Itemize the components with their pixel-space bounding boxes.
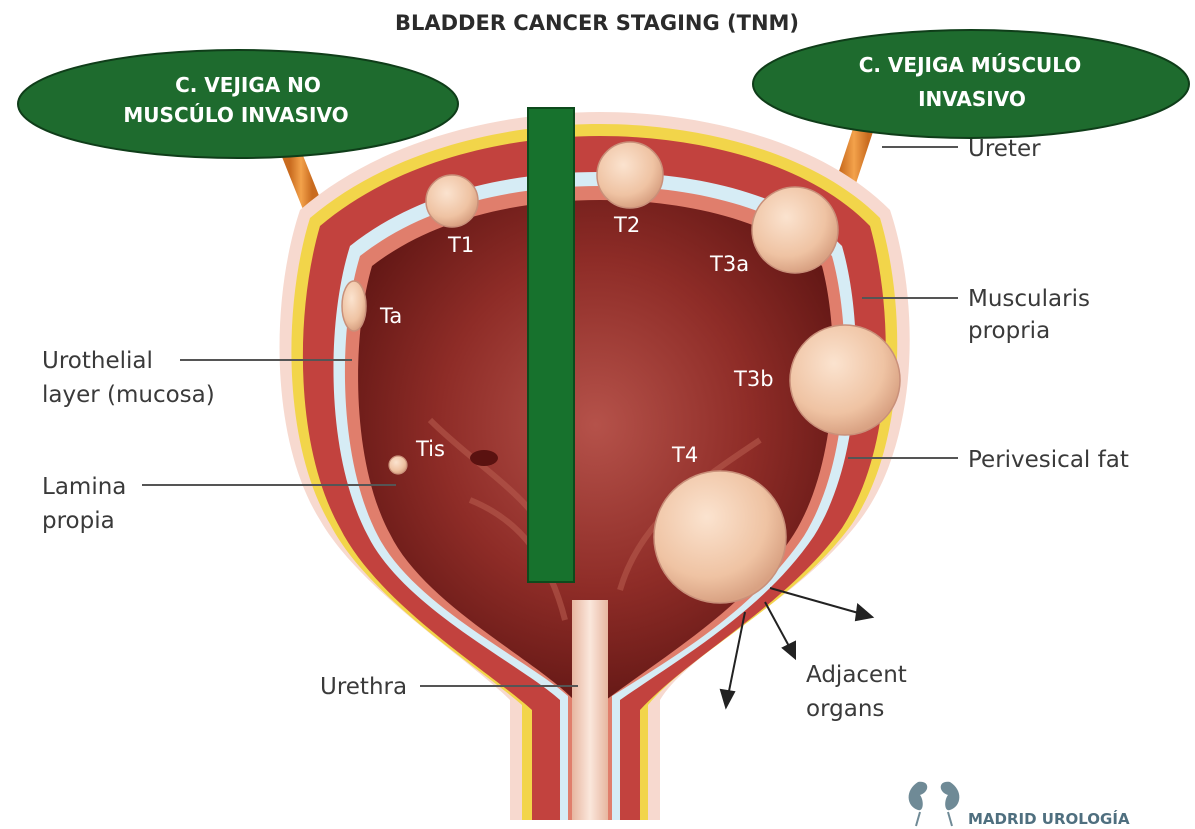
tumor-t2: [597, 142, 663, 208]
oval-left-line2: MUSCÚLO INVASIVO: [123, 103, 348, 127]
tumor-t3b: [790, 325, 900, 435]
stage-label-t4: T4: [671, 443, 698, 467]
stage-label-t3a: T3a: [709, 252, 749, 276]
oval-right-line1: C. VEJIGA MÚSCULO: [859, 53, 1082, 77]
divider-bar: [528, 108, 574, 582]
label-adjacent-2: organs: [806, 696, 884, 722]
tumor-t1: [426, 175, 478, 227]
left-ureter: [290, 150, 312, 205]
kidney-left-icon: [909, 782, 928, 810]
stage-label-t1: T1: [447, 233, 474, 257]
label-adjacent-1: Adjacent: [806, 662, 907, 688]
tumor-ta: [342, 281, 366, 331]
stage-label-tis: Tis: [415, 437, 445, 461]
stage-label-ta: Ta: [379, 304, 402, 328]
oval-right-line2: INVASIVO: [918, 87, 1026, 111]
label-lamina-2: propia: [42, 508, 115, 534]
urethra-channel: [572, 600, 608, 820]
label-urothelial-1: Urothelial: [42, 348, 153, 374]
label-ureter: Ureter: [968, 136, 1041, 162]
tumor-t3a: [752, 187, 838, 273]
brand-logo: MADRID UROLOGÍA: [909, 782, 1130, 828]
tis-lesion: [470, 450, 498, 466]
stage-label-t3b: T3b: [733, 367, 774, 391]
oval-muscle-invasive: C. VEJIGA MÚSCULO INVASIVO: [753, 30, 1189, 138]
label-muscularis-2: propria: [968, 318, 1050, 344]
label-urethra: Urethra: [320, 674, 407, 700]
oval-left-line1: C. VEJIGA NO: [175, 73, 321, 97]
tumor-tis-small: [389, 456, 407, 474]
stage-label-t2: T2: [613, 213, 640, 237]
label-muscularis-1: Muscularis: [968, 286, 1090, 312]
oval-non-muscle-invasive: C. VEJIGA NO MUSCÚLO INVASIVO: [18, 50, 458, 158]
diagram-title: BLADDER CANCER STAGING (TNM): [395, 11, 799, 35]
label-lamina-1: Lamina: [42, 474, 126, 500]
label-perivesical: Perivesical fat: [968, 447, 1129, 473]
kidney-right-icon: [941, 782, 960, 810]
label-urothelial-2: layer (mucosa): [42, 382, 215, 408]
tumor-t4: [654, 471, 786, 603]
brand-name: MADRID UROLOGÍA: [968, 809, 1130, 828]
